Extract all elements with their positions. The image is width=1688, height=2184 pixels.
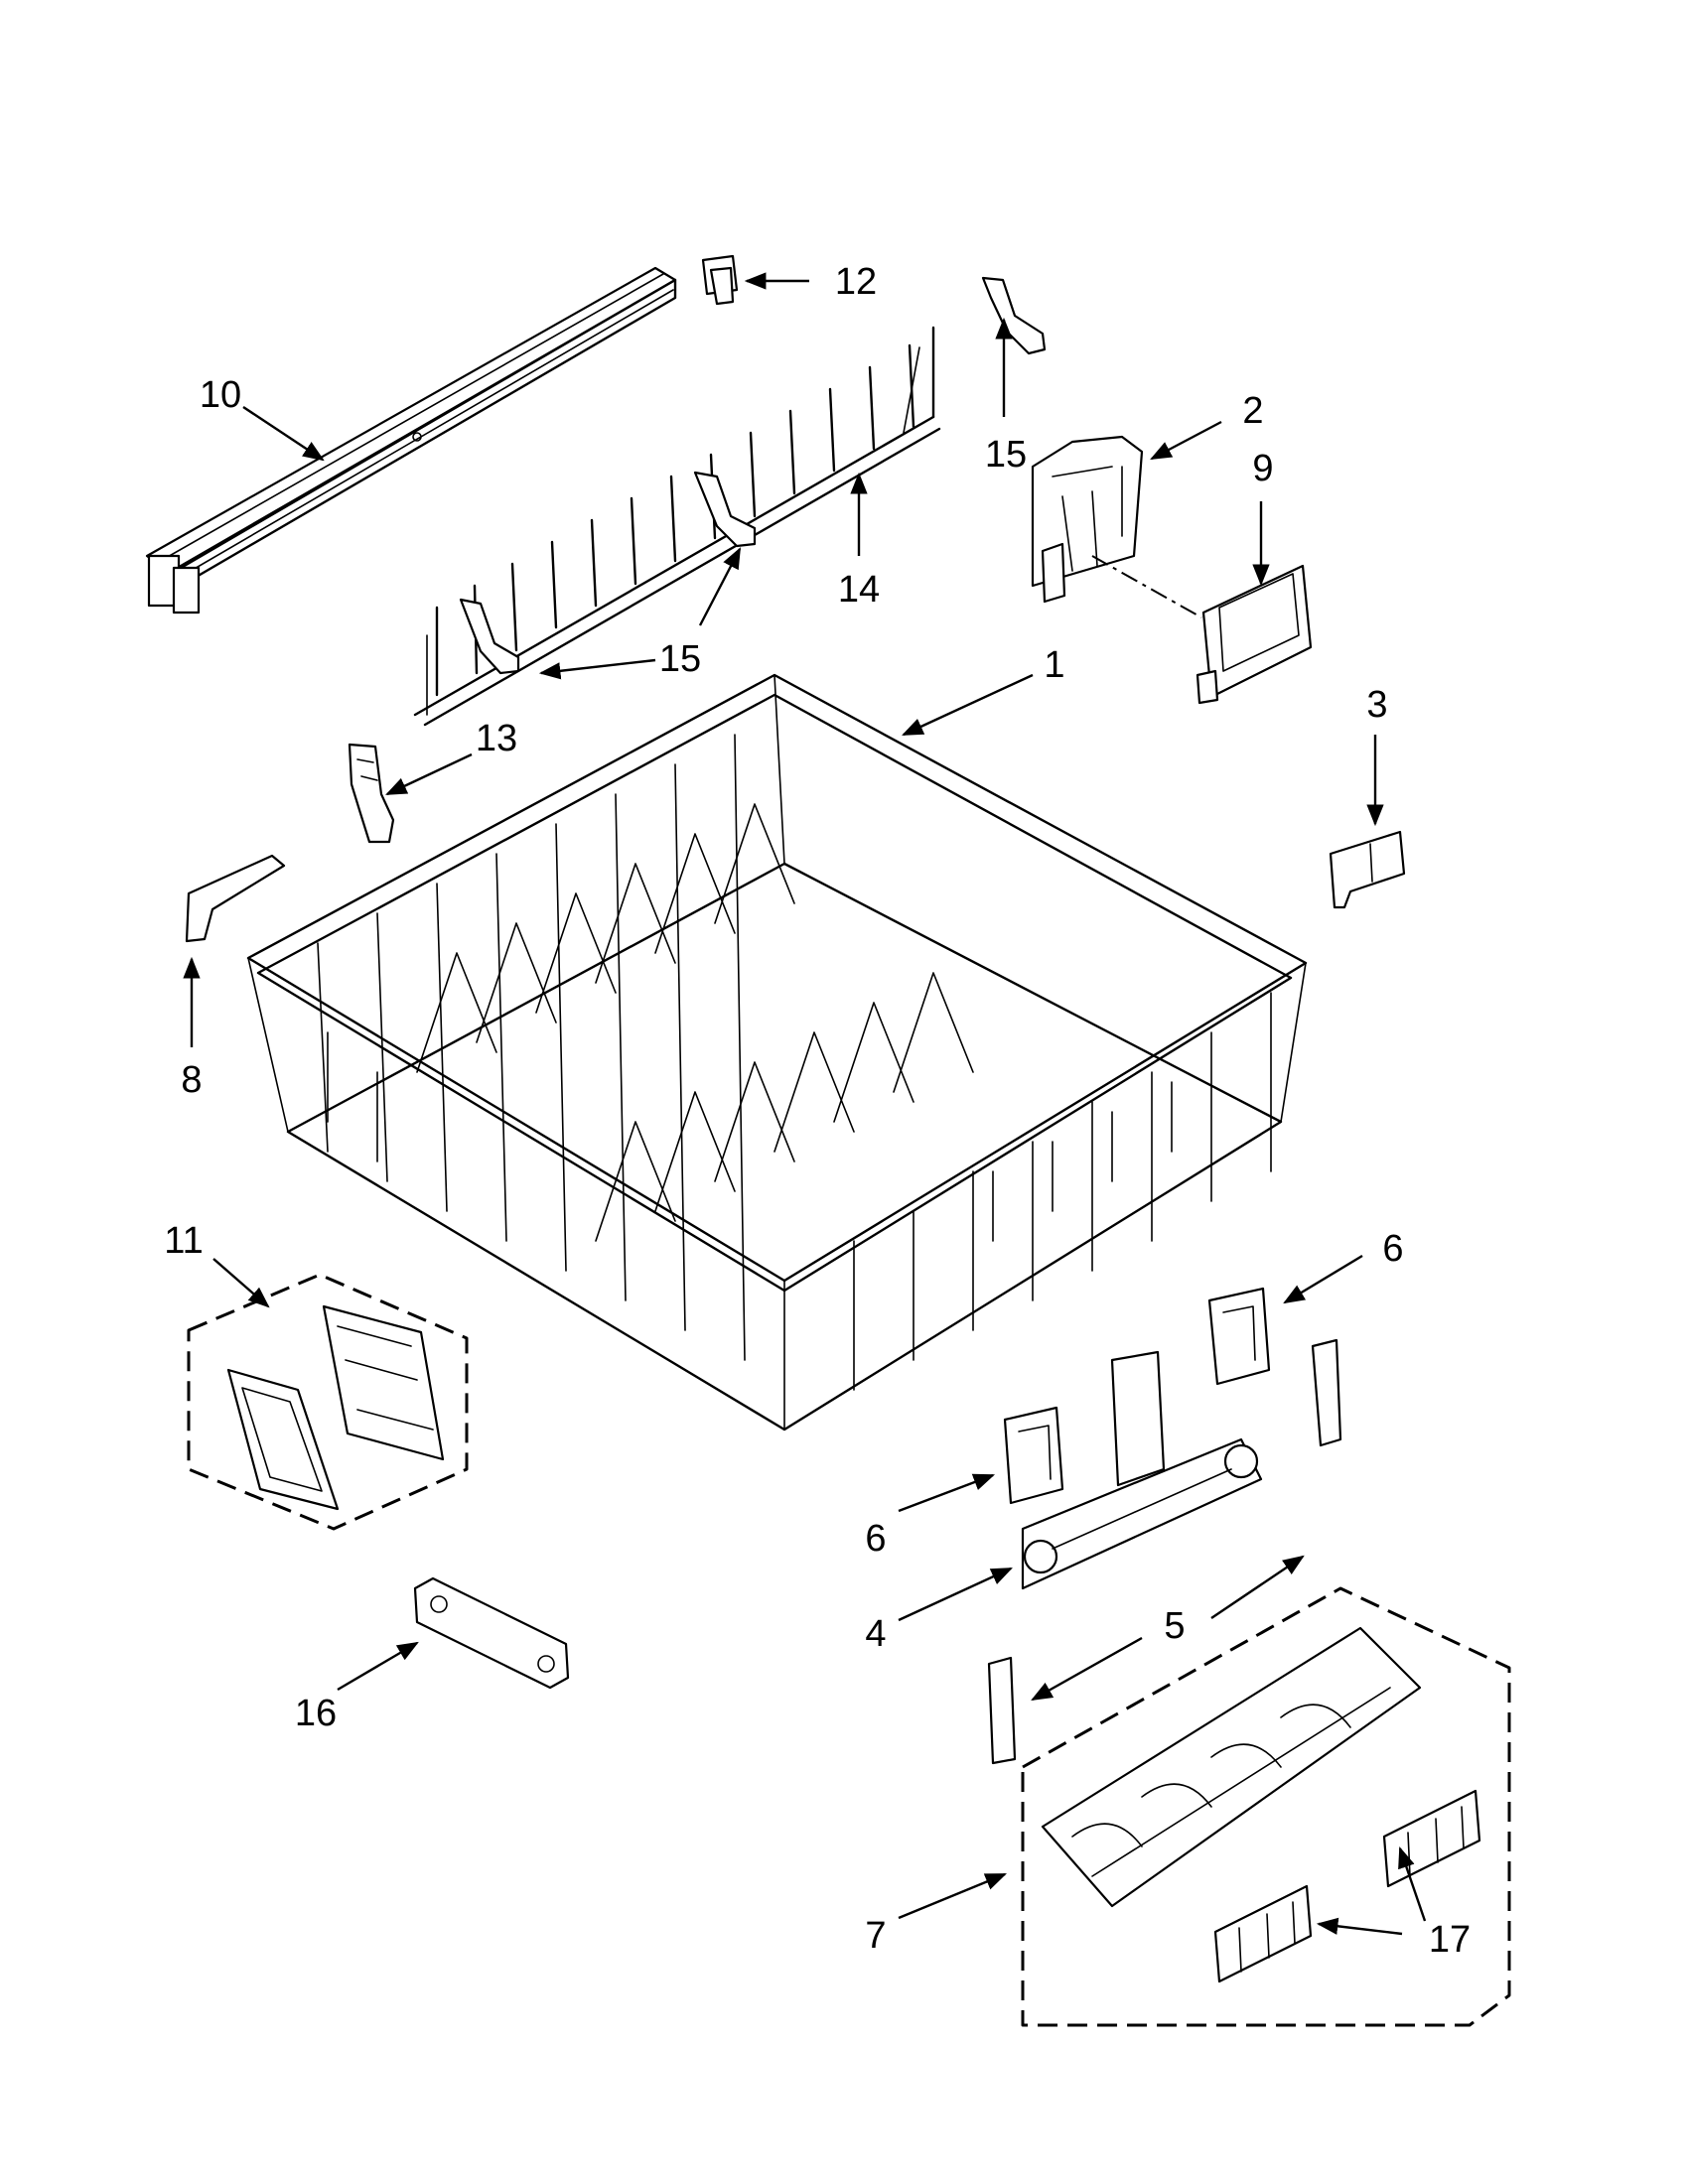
part-6-positioner-top <box>1207 1287 1271 1386</box>
leader-11 <box>212 1258 270 1308</box>
part-11-handle-kit <box>226 1304 445 1511</box>
part-4-adjuster-slide <box>1021 1350 1263 1590</box>
callout-8: 8 <box>181 1059 202 1101</box>
part-5-rack-clip-left <box>987 1656 1017 1765</box>
part-2-adjuster-bracket <box>1031 435 1144 604</box>
part-13-upper-clip <box>348 743 395 844</box>
leader-15-mid <box>698 547 742 626</box>
part-5-rack-clip-right <box>1311 1338 1342 1447</box>
callout-7: 7 <box>865 1915 886 1957</box>
part-7-stemware-holder <box>1041 1626 1422 1908</box>
leader-7 <box>898 1872 1007 1920</box>
leader-13 <box>385 752 473 796</box>
leader-4 <box>898 1567 1013 1622</box>
leader-2 <box>1150 420 1222 461</box>
callout-labels: 1 2 3 4 5 6 6 7 8 9 10 11 12 13 14 15 15… <box>164 261 1471 1961</box>
callout-5: 5 <box>1164 1605 1185 1647</box>
assembly-line <box>1091 555 1202 618</box>
callout-6-top: 6 <box>1382 1228 1403 1270</box>
part-12-rail-stop-clip <box>701 254 739 306</box>
leader-17-right <box>1398 1845 1427 1922</box>
callout-15-low: 15 <box>659 638 701 680</box>
leader-6-top <box>1283 1254 1363 1304</box>
leader-15-low <box>538 658 656 680</box>
callout-15-top: 15 <box>985 434 1027 476</box>
leader-10 <box>242 405 325 462</box>
part-3-mount-bracket <box>1329 830 1406 909</box>
callout-12: 12 <box>835 261 877 303</box>
callout-4: 4 <box>865 1613 886 1655</box>
leader-16 <box>337 1641 419 1692</box>
callout-11: 11 <box>164 1220 203 1262</box>
callout-17: 17 <box>1429 1919 1471 1961</box>
leader-17-left <box>1316 1917 1403 1936</box>
part-10-rack-rail <box>145 266 677 614</box>
callout-6-left: 6 <box>865 1518 886 1560</box>
leader-6-left <box>898 1473 996 1513</box>
callout-13: 13 <box>476 718 517 759</box>
callout-3: 3 <box>1366 684 1387 726</box>
callout-16: 16 <box>295 1693 337 1734</box>
callout-2: 2 <box>1242 390 1263 432</box>
callout-10: 10 <box>200 374 241 416</box>
callout-9: 9 <box>1252 448 1273 489</box>
leader-lines <box>183 272 1427 1936</box>
part-6-positioner-left <box>1003 1406 1064 1505</box>
part-7-group-outline <box>1021 1586 1511 2027</box>
part-11-group-outline <box>187 1273 469 1531</box>
part-8-rack-arm <box>185 854 286 943</box>
part-9-adjuster-cover <box>1196 564 1313 705</box>
part-16-rack-stop <box>413 1576 570 1690</box>
callout-1: 1 <box>1044 644 1064 686</box>
part-1-dishrack <box>246 673 1308 1432</box>
leader-1 <box>902 673 1034 737</box>
part-17-clip-right <box>1382 1789 1481 1888</box>
leader-5-right <box>1210 1555 1305 1619</box>
part-17-clip-left <box>1213 1884 1313 1983</box>
leader-5-left <box>1031 1636 1143 1702</box>
part-15-tine-retainer <box>459 276 1047 675</box>
callout-14: 14 <box>838 569 880 611</box>
